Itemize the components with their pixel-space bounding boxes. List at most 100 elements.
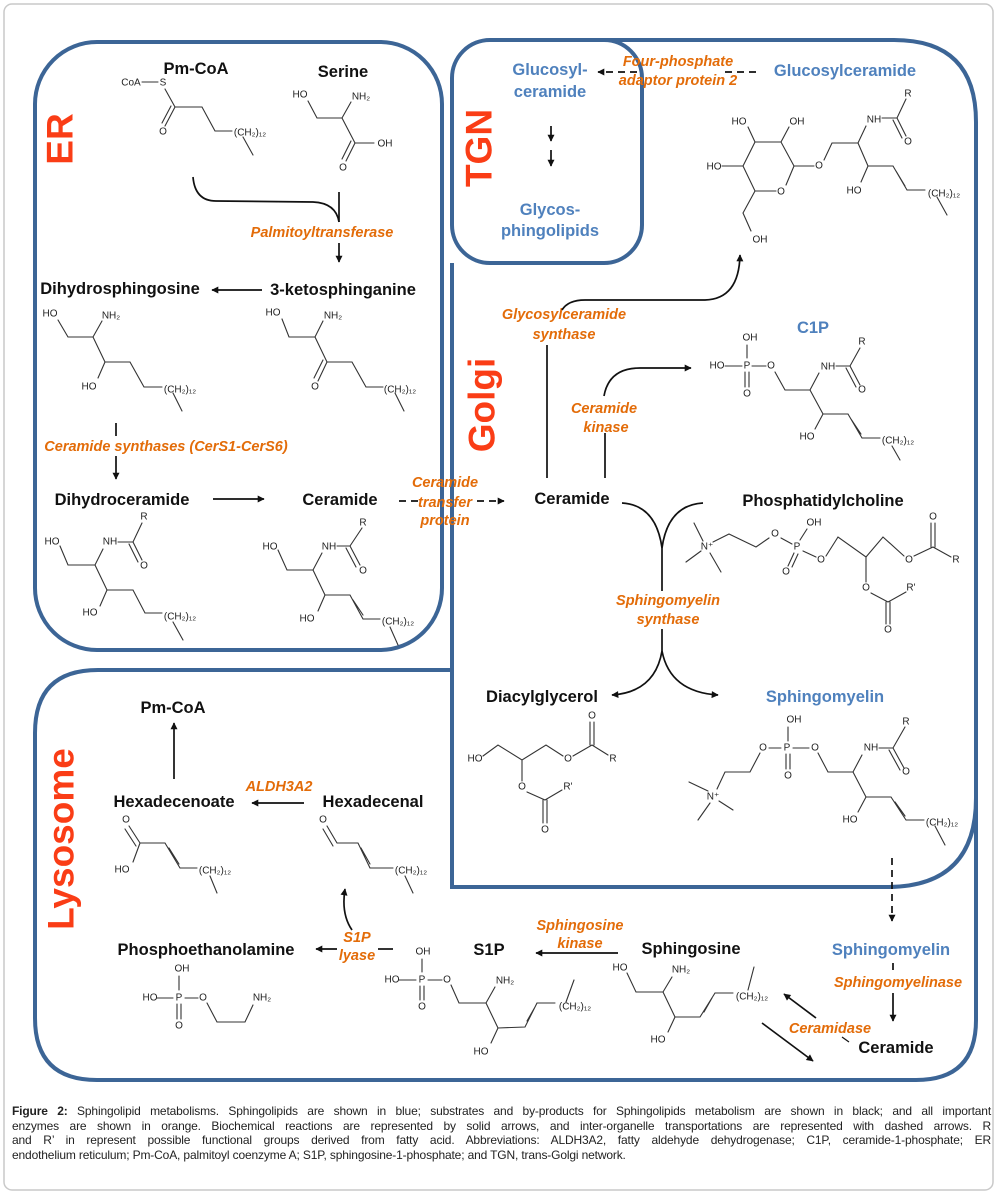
enzyme-glycosylceramide-synthase: synthase (533, 327, 596, 343)
atom-label: O (902, 767, 910, 778)
structure-hexadecenal: O (CH₂)₁₂ (319, 815, 427, 894)
metabolite-glucosylceramide-tgn: Glucosyl- (512, 61, 587, 79)
metabolite-ceramide-golgi: Ceramide (534, 490, 609, 508)
bond-lines (688, 726, 946, 846)
metabolite-glucosylceramide-golgi: Glucosylceramide (774, 62, 916, 80)
caption-text: enzymes are shown in orange. Biochemical… (12, 1118, 991, 1133)
metabolite-sphingomyelin-lysosome: Sphingomyelin (832, 941, 950, 959)
atom-label: O (862, 583, 870, 594)
atom-label: O (199, 993, 207, 1004)
bond-lines (57, 319, 183, 412)
atom-label: OH (787, 715, 802, 726)
arrow-ceramide-to-sphingosine (783, 993, 817, 1019)
bond-lines (281, 318, 405, 412)
atom-label: (CH₂)₁₂ (382, 617, 414, 628)
atom-label: HO (266, 308, 281, 319)
enzyme-s1p-lyase: S1P (343, 930, 371, 946)
metabolite-sphingosine: Sphingosine (642, 940, 741, 958)
atom-label: (CH₂)₁₂ (384, 385, 416, 396)
bond-lines (398, 958, 575, 1044)
arrow-sms-pc-input (661, 502, 704, 549)
atom-label: O (905, 555, 913, 566)
atom-label: (CH₂)₁₂ (199, 866, 231, 877)
tgn-membrane (450, 38, 644, 265)
caption-text: endothelium reticulum; Pm-CoA, palmitoyl… (12, 1147, 626, 1162)
enzyme-ceramide-transfer-protein: protein (419, 513, 469, 529)
atom-label: O (777, 187, 785, 198)
bond-lines (277, 527, 399, 646)
atom-label: O (518, 782, 526, 793)
atom-label: O (815, 161, 823, 172)
enzyme-ceramide-kinase: kinase (583, 420, 628, 436)
atom-label: O (311, 382, 319, 393)
caption-line: Figure 2: Sphingolipid metabolisms. Sphi… (12, 1104, 991, 1119)
atom-label: O (782, 567, 790, 578)
structure-dihydroceramide: HO NH R O HO (CH₂)₁₂ (45, 512, 196, 641)
atom-label: O (884, 625, 892, 636)
lysosome-membrane (33, 668, 978, 1082)
enzyme-sphingomyelin-synthase: Sphingomyelin (616, 593, 720, 609)
figure-caption: Figure 2: Sphingolipid metabolisms. Sphi… (12, 1104, 991, 1162)
metabolite-glycosphingolipids: Glycos- (520, 201, 581, 219)
atom-label: HO (263, 542, 278, 553)
atom-label: (CH₂)₁₂ (926, 818, 958, 829)
atom-label: N⁺ (707, 792, 720, 803)
atom-label: (CH₂)₁₂ (234, 128, 266, 139)
bond-lines (124, 825, 218, 894)
atom-label: OH (378, 139, 393, 150)
atom-label: (CH₂)₁₂ (559, 1002, 591, 1013)
enzyme-ceramide-kinase: Ceramide (571, 401, 637, 417)
atom-label: R (140, 512, 147, 523)
atom-label: R (858, 337, 865, 348)
caption-line: enzymes are shown in orange. Biochemical… (12, 1119, 991, 1134)
bond-lines (482, 721, 609, 824)
atom-label: P (794, 542, 801, 553)
atom-label: O (743, 389, 751, 400)
arrow-sms-ceramide-input (621, 502, 663, 549)
metabolite-ceramide-er: Ceramide (302, 491, 377, 509)
atom-label: OH (753, 235, 768, 246)
enzyme-four-phosphate-adaptor-protein-2: adaptor protein 2 (619, 73, 737, 89)
atom-label: R' (563, 782, 572, 793)
atom-label: (CH₂)₁₂ (164, 385, 196, 396)
atom-label: HO (710, 361, 725, 372)
metabolite-glycosphingolipids: phingolipids (501, 222, 599, 240)
atom-label: O (541, 825, 549, 836)
enzyme-sphingomyelin-synthase: synthase (637, 612, 700, 628)
atom-label: O (564, 754, 572, 765)
ceramidase-connector (841, 1036, 850, 1043)
enzyme-four-phosphate-adaptor-protein-2: Four-phosphate (623, 54, 733, 70)
structure-hexadecenoate: O HO (CH₂)₁₂ (115, 815, 231, 894)
compartment-label-er: ER (40, 113, 81, 164)
atom-label: HO (732, 117, 747, 128)
figure-label: Figure 2: (12, 1104, 68, 1118)
atom-label: NH₂ (253, 993, 271, 1004)
atom-label: CoA (121, 78, 141, 89)
atom-label: HO (300, 614, 315, 625)
atom-label: NH₂ (102, 311, 120, 322)
metabolite-s1p: S1P (473, 941, 504, 959)
atom-label: HO (82, 382, 97, 393)
atom-label: OH (807, 518, 822, 529)
atom-label: R' (906, 583, 915, 594)
bond-lines (721, 98, 948, 232)
caption-text: Sphingolipid metabolisms. Sphingolipids … (77, 1104, 992, 1118)
structure-phosphoethanolamine: OH HO P O O NH₂ (143, 964, 272, 1032)
atom-label: O (418, 1002, 426, 1013)
atom-label: R (952, 555, 959, 566)
metabolite-dihydrosphingosine: Dihydrosphingosine (40, 280, 200, 298)
metabolite-pm-coa-lysosome: Pm-CoA (140, 699, 205, 717)
atom-label: O (122, 815, 130, 826)
enzyme-ceramide-synthases: Ceramide synthases (CerS1-CerS6) (44, 439, 288, 455)
atom-label: HO (847, 186, 862, 197)
enzyme-aldh3a2: ALDH3A2 (245, 779, 313, 795)
metabolite-sphingomyelin-golgi: Sphingomyelin (766, 688, 884, 706)
arrow-sphingosine-to-ceramide (761, 1022, 814, 1062)
atom-label: P (176, 993, 183, 1004)
atom-label: O (140, 561, 148, 572)
atom-label: NH (867, 115, 881, 126)
caption-line: endothelium reticulum; Pm-CoA, palmitoyl… (12, 1148, 991, 1163)
atom-label: O (817, 555, 825, 566)
atom-label: OH (743, 333, 758, 344)
